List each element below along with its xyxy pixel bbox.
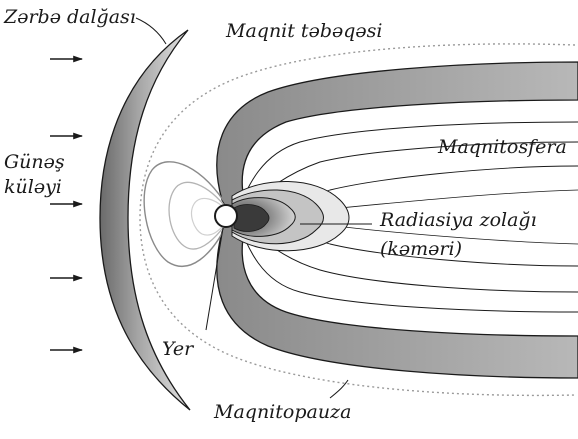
magnetopause-label: Maqnitopauza — [214, 403, 351, 422]
earth-label: Yer — [162, 340, 193, 359]
radiation-belt-label-line2: (kəməri) — [380, 240, 462, 259]
radiation-belt-label-line1: Radiasiya zolağı — [380, 211, 537, 230]
magnetosphere-label: Maqnitosfera — [438, 138, 567, 157]
solar-wind-label-line2: küləyi — [4, 178, 62, 197]
magnetic-layer-label: Maqnit təbəqəsi — [226, 22, 382, 41]
solar-wind-label-line1: Günəş — [4, 153, 65, 172]
shock-wave-label: Zərbə dalğası — [4, 8, 136, 27]
radiation-belts — [232, 181, 349, 250]
earth — [215, 205, 237, 227]
leader-line-shock-wave — [136, 18, 166, 44]
